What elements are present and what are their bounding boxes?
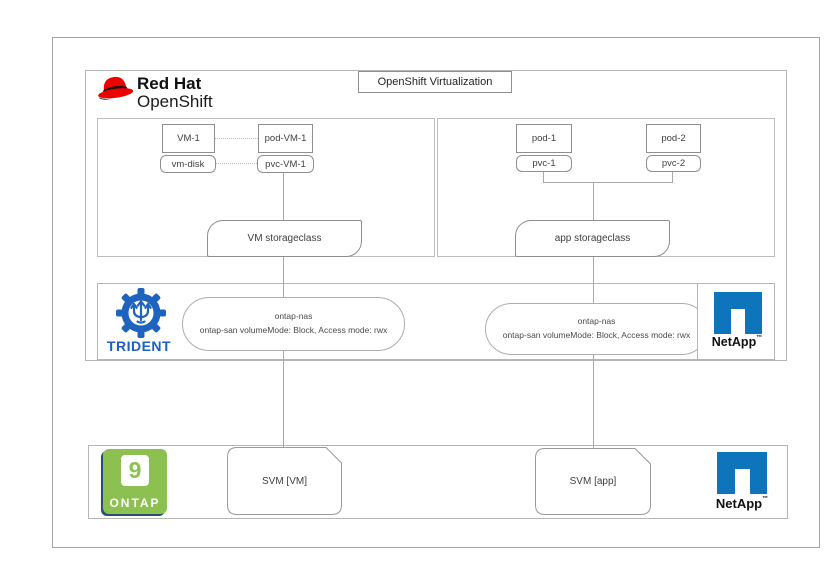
connector-pvc1-drop: [543, 171, 544, 183]
pod-2-label: pod-2: [661, 133, 686, 144]
trident-gear-icon: [112, 287, 170, 339]
svm-vm-box: SVM [VM]: [227, 447, 342, 515]
svm-app-label: SVM [app]: [569, 476, 617, 487]
openshift-virtualization-label: OpenShift Virtualization: [358, 71, 512, 93]
ontap-9-logo: 9 ONTAP: [103, 449, 167, 514]
openshift-container: [85, 70, 787, 361]
netapp-logo-trident-cell: NetApp™: [697, 283, 775, 360]
app-storageclass-label: app storageclass: [554, 233, 631, 244]
svm-vm-label: SVM [VM]: [261, 475, 307, 487]
connector-pvc2-drop: [672, 171, 673, 183]
pvc-vm-1-box: pvc-VM-1: [257, 155, 314, 173]
connector-vmdisk-pvc-dotted: [216, 163, 257, 164]
backend-app-line2: ontap-san volumeMode: Block, Access mode…: [502, 330, 691, 340]
netapp-wordmark-text: NetApp: [711, 335, 757, 349]
trident-wordmark-text: TRIDENT: [106, 338, 172, 354]
backend-vm-line1: ontap-nas: [274, 311, 313, 322]
netapp-icon-bottom-slot: [734, 468, 750, 494]
ontap-9-digit-text: 9: [128, 457, 142, 483]
app-storageclass-box: app storageclass: [515, 220, 670, 257]
ontap-layer: [88, 445, 788, 519]
svm-app-box: SVM [app]: [535, 448, 651, 515]
ontap-9-digit: 9: [121, 455, 149, 486]
netapp-wordmark: NetApp™: [698, 335, 776, 349]
pvc-2-box: pvc-2: [646, 155, 701, 172]
pvc-1-box: pvc-1: [516, 155, 572, 172]
trident-backend-app: ontap-nas ontap-san volumeMode: Block, A…: [485, 303, 708, 355]
openshift-virtualization-text: OpenShift Virtualization: [377, 76, 493, 88]
trident-wordmark: TRIDENT: [95, 338, 183, 354]
redhat-hat-icon: [95, 72, 135, 101]
vm-storageclass-label: VM storageclass: [247, 233, 322, 244]
outer-frame: [52, 37, 820, 548]
pod-vm-1-label: pod-VM-1: [264, 133, 307, 144]
redhat-wordmark-line2: OpenShift: [137, 91, 213, 111]
redhat-wordmark: Red Hat OpenShift: [137, 75, 213, 111]
pod-1-label: pod-1: [531, 133, 557, 144]
pvc-2-label: pvc-2: [661, 158, 686, 169]
vm-1-box: VM-1: [162, 124, 215, 153]
vm-storageclass-box: VM storageclass: [207, 220, 362, 257]
netapp-tm-mark: ™: [756, 335, 763, 341]
netapp-icon-slot: [730, 308, 746, 334]
netapp-logo-bottom: NetApp™: [705, 452, 779, 512]
pod-2-box: pod-2: [646, 124, 701, 153]
netapp-icon: [714, 292, 762, 334]
pvc-1-label: pvc-1: [532, 158, 556, 169]
vm-1-label: VM-1: [177, 133, 200, 144]
pvc-vm-1-label: pvc-VM-1: [265, 158, 306, 170]
redhat-wordmark-line1: Red Hat: [137, 74, 202, 93]
pod-1-box: pod-1: [516, 124, 572, 153]
netapp-tm-mark-bottom: ™: [762, 496, 769, 502]
trident-backend-vm: ontap-nas ontap-san volumeMode: Block, A…: [182, 297, 405, 351]
backend-app-line1: ontap-nas: [577, 316, 616, 327]
connector-vm-pod-dotted: [215, 138, 258, 139]
netapp-wordmark-bottom-text: NetApp: [715, 496, 763, 511]
vm-disk-label: vm-disk: [171, 158, 205, 170]
vm-disk-box: vm-disk: [160, 155, 216, 173]
netapp-icon-bottom: [717, 452, 767, 494]
ontap-wordmark: ONTAP: [109, 496, 161, 510]
connector-app-horizontal: [543, 182, 673, 183]
backend-vm-line2: ontap-san volumeMode: Block, Access mode…: [199, 325, 388, 335]
pod-vm-1-box: pod-VM-1: [258, 124, 313, 153]
netapp-wordmark-bottom: NetApp™: [705, 496, 779, 511]
